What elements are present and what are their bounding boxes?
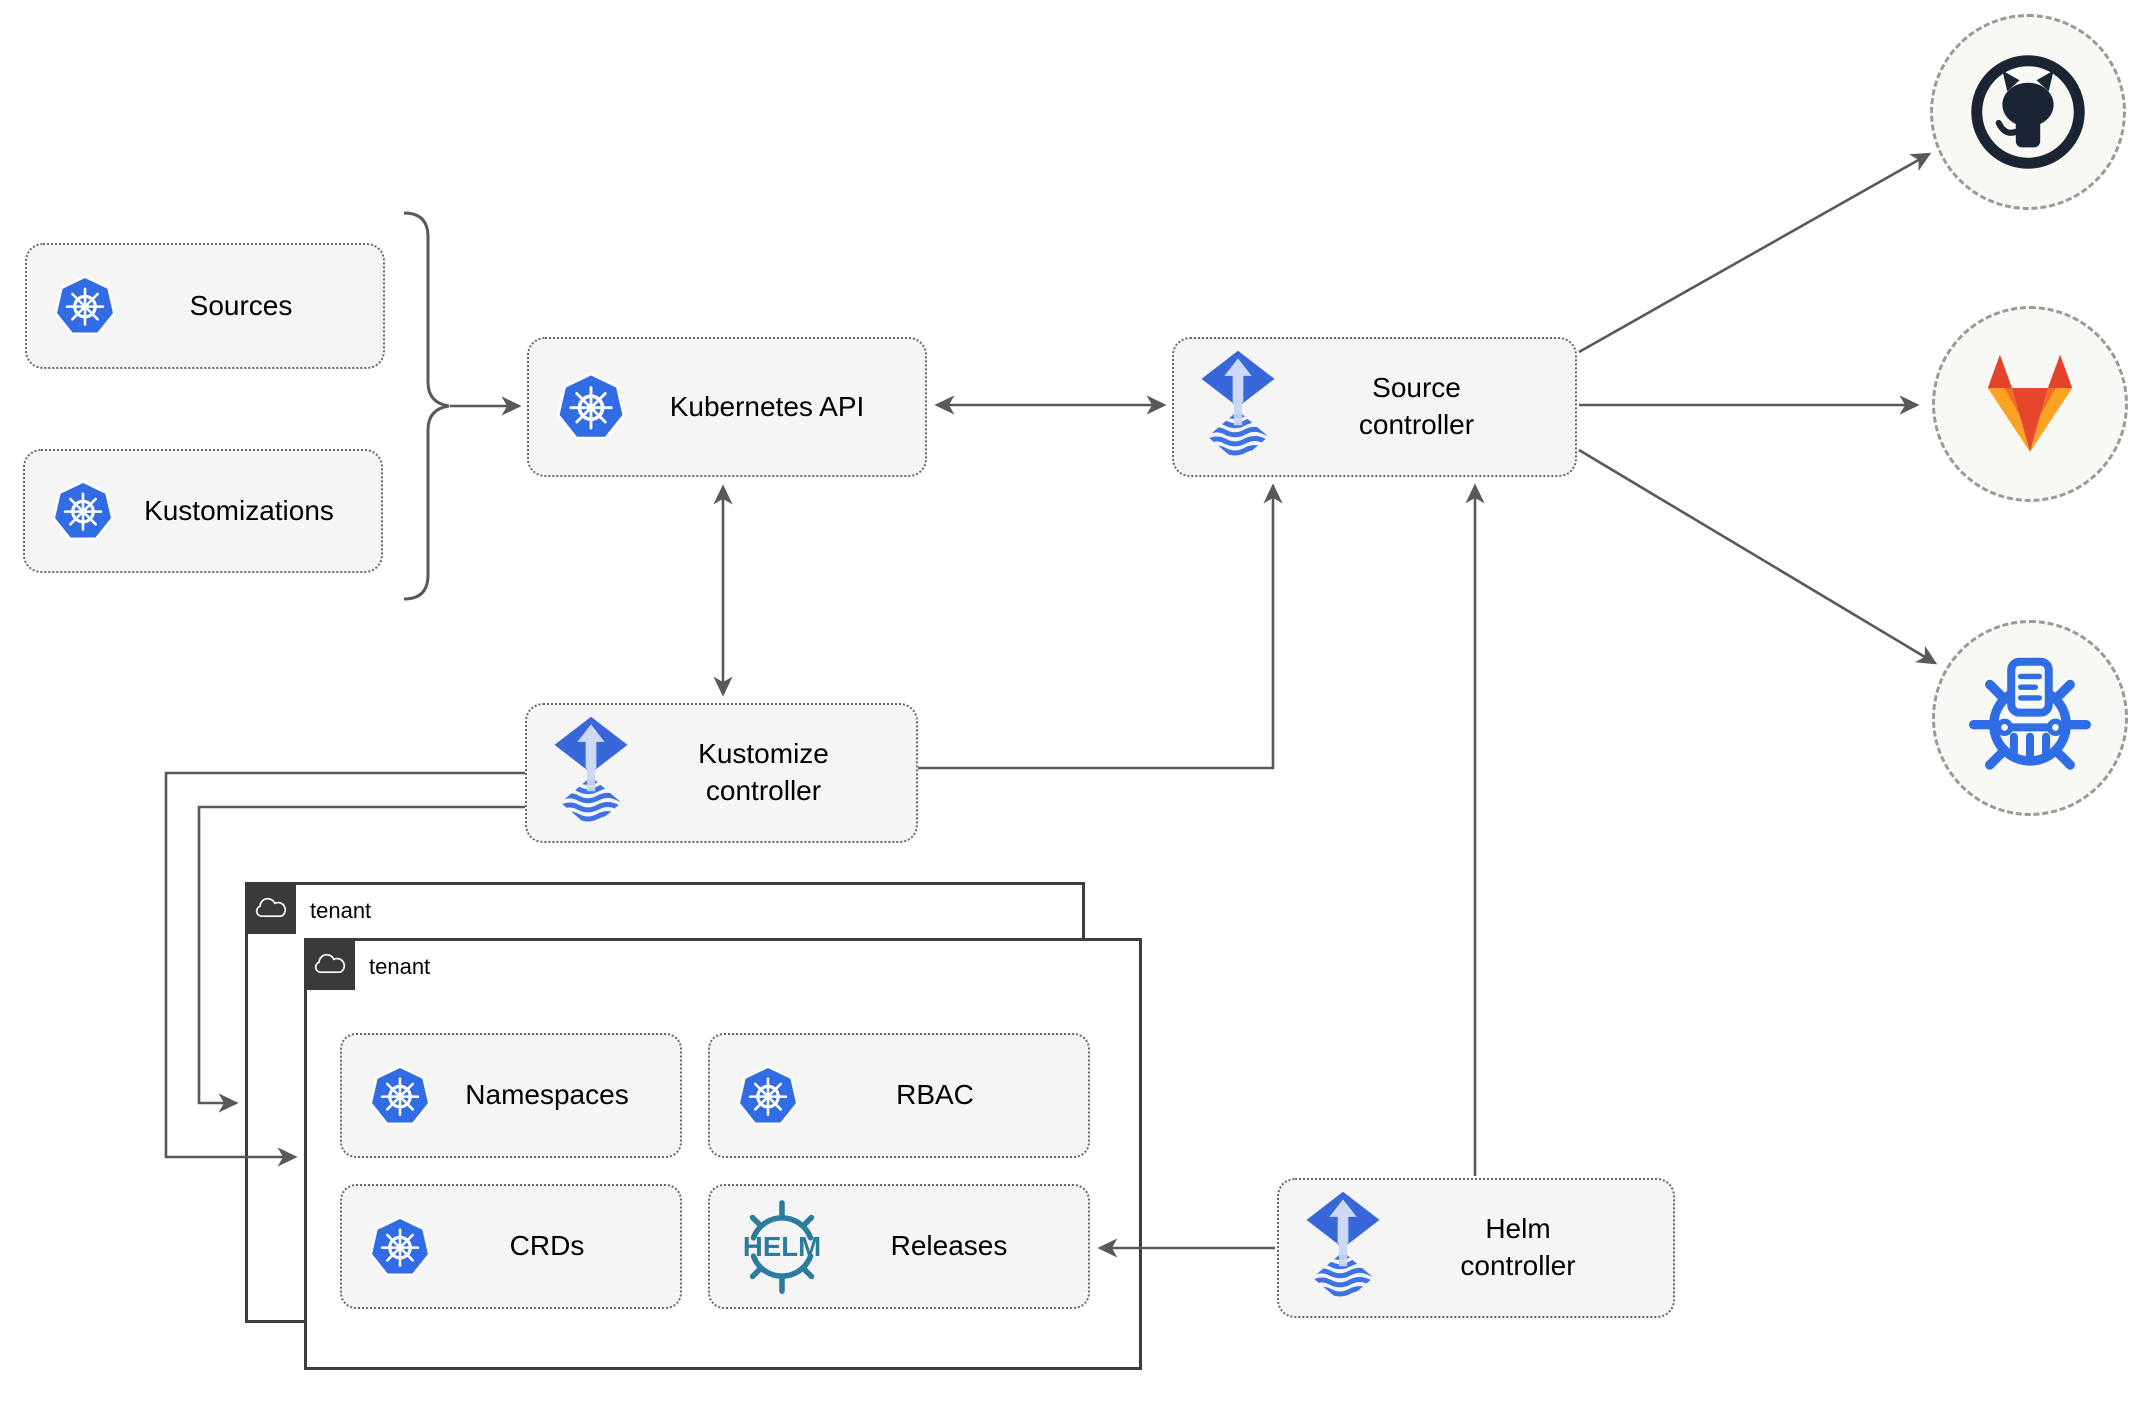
gitlab-icon bbox=[1987, 354, 2073, 452]
node-helm-controller-label: Helm controller bbox=[1460, 1213, 1576, 1281]
tenant-back-label: tenant bbox=[310, 898, 372, 923]
kubernetes-icon bbox=[736, 1064, 800, 1128]
arrow-source-to-github bbox=[1578, 152, 1932, 354]
destination-chartmuseum bbox=[1932, 620, 2128, 816]
kubernetes-icon bbox=[51, 479, 115, 543]
kubernetes-icon bbox=[53, 274, 117, 338]
node-sources-label: Sources bbox=[189, 289, 293, 321]
node-rbac: RBAC bbox=[708, 1033, 1090, 1158]
node-kustomizations-label: Kustomizations bbox=[144, 494, 334, 526]
chartmuseum-icon bbox=[1969, 657, 2091, 770]
node-kustomizations: Kustomizations bbox=[23, 449, 383, 573]
node-namespaces-label: Namespaces bbox=[465, 1079, 629, 1111]
node-releases-label: Releases bbox=[890, 1230, 1008, 1262]
kubernetes-icon bbox=[368, 1215, 432, 1279]
node-namespaces: Namespaces bbox=[340, 1033, 682, 1158]
flux-icon bbox=[553, 715, 629, 831]
arrow-source-to-chartmuseum bbox=[1578, 448, 1938, 665]
node-rbac-label: RBAC bbox=[896, 1079, 974, 1111]
destination-github bbox=[1930, 14, 2126, 210]
flux-icon bbox=[1305, 1190, 1381, 1306]
brace-resources bbox=[403, 211, 450, 601]
arrow-kustomize-to-source bbox=[918, 483, 1283, 770]
flux-icon bbox=[1200, 349, 1276, 465]
tenant-front-label: tenant bbox=[369, 954, 431, 979]
node-source-controller-label: Source controller bbox=[1358, 372, 1475, 440]
github-icon bbox=[1971, 55, 2085, 169]
kubernetes-icon bbox=[555, 371, 627, 443]
tenant-front-tab bbox=[304, 938, 355, 990]
node-kubernetes-api-label: Kubernetes API bbox=[669, 390, 865, 422]
node-source-controller: Source controller bbox=[1172, 337, 1577, 477]
helm-icon: HELM bbox=[736, 1195, 828, 1299]
node-crds-label: CRDs bbox=[509, 1230, 585, 1262]
helm-logo-text: HELM bbox=[743, 1231, 821, 1262]
cloud-icon bbox=[253, 896, 289, 921]
node-crds: CRDs bbox=[340, 1184, 682, 1309]
node-kustomize-controller-label: Kustomize controller bbox=[698, 738, 829, 806]
node-releases: HELM Releases bbox=[708, 1184, 1090, 1309]
node-sources: Sources bbox=[25, 243, 385, 369]
node-kustomize-controller: Kustomize controller bbox=[525, 703, 918, 843]
tenant-back-tab bbox=[245, 882, 296, 934]
node-kubernetes-api: Kubernetes API bbox=[527, 337, 927, 477]
cloud-icon bbox=[312, 952, 348, 977]
kubernetes-icon bbox=[368, 1064, 432, 1128]
node-helm-controller: Helm controller bbox=[1277, 1178, 1675, 1318]
destination-gitlab bbox=[1932, 306, 2128, 502]
